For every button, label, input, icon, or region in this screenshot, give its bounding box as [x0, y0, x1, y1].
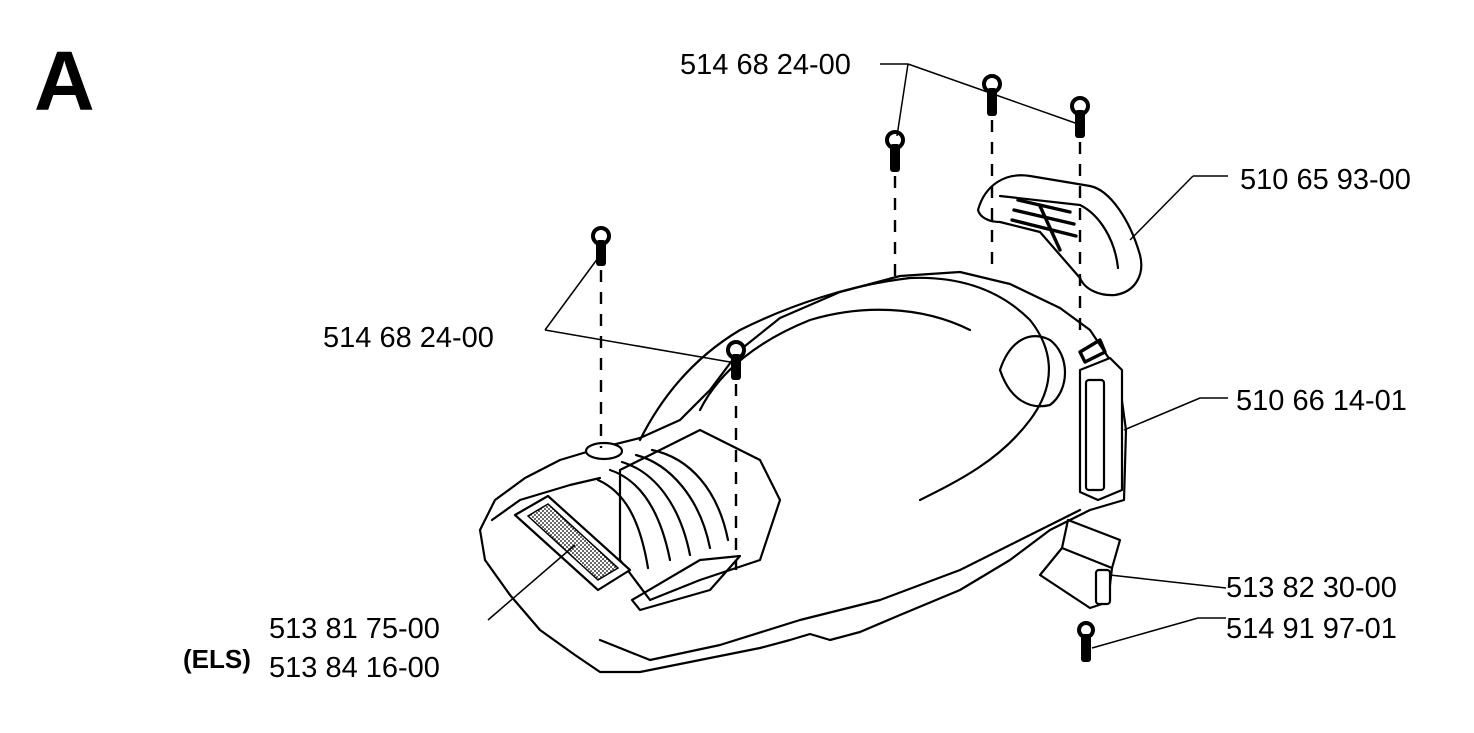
screw-bottom	[1077, 621, 1095, 662]
label-screw-top: 514 68 24-00	[680, 49, 851, 81]
label-screw-left: 514 68 24-00	[323, 322, 494, 354]
assembly-lines	[599, 120, 1082, 570]
cover-mount-boss	[584, 441, 624, 461]
label-bottom-screw: 514 91 97-01	[1226, 613, 1397, 645]
cylinder-cover	[478, 270, 1128, 674]
screw-top-1	[885, 130, 905, 172]
cover-front-face	[618, 428, 782, 602]
screw-left-outer	[591, 226, 611, 266]
grip-cover-slots	[1010, 198, 1078, 252]
cover-fins	[596, 448, 730, 570]
screw-left-inner	[726, 340, 746, 380]
bracket	[1038, 518, 1122, 610]
label-decal: 513 81 75-00	[269, 613, 440, 645]
section-letter: A	[34, 34, 95, 128]
screw-top-3	[1070, 96, 1090, 138]
decal	[513, 494, 632, 592]
label-decal-els: 513 84 16-00	[269, 652, 440, 684]
label-grip-cover: 510 65 93-00	[1240, 164, 1411, 196]
label-decal-els-prefix: (ELS)	[183, 644, 251, 674]
cover-base-flange	[478, 270, 1128, 674]
cover-bottom-edge	[598, 508, 1082, 662]
cover-front-step	[630, 554, 742, 612]
cover-flange-lip	[490, 476, 602, 522]
label-bracket: 513 82 30-00	[1226, 572, 1397, 604]
side-plate	[1078, 338, 1124, 502]
leader-lines	[487, 63, 1228, 649]
label-side-plate: 510 66 14-01	[1236, 385, 1407, 417]
cover-hump-ridge	[698, 308, 972, 412]
cover-hump	[638, 276, 1051, 502]
cover-side-opening	[998, 335, 1067, 408]
grip-cover	[976, 174, 1143, 297]
